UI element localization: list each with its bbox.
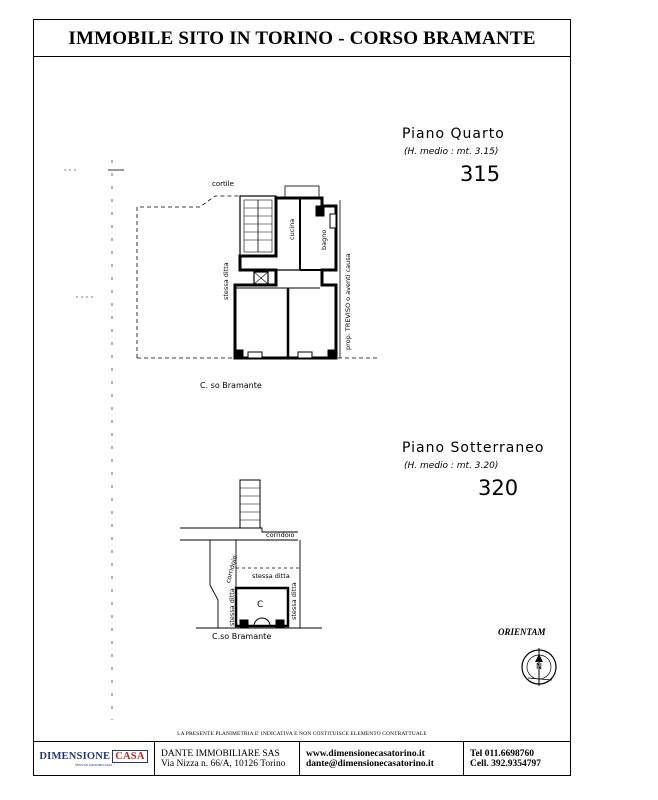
label-corridoio: corridoio: [266, 531, 295, 539]
label-cucina: cucina: [288, 218, 296, 240]
logo-casa: CASA: [112, 750, 148, 763]
compass-icon: N: [536, 662, 542, 671]
label-stessa-ditta-top: stessa ditta: [252, 572, 290, 580]
label-cortile: cortile: [212, 180, 234, 188]
plan-fourth-label: Piano Quarto: [402, 126, 505, 142]
cell-number[interactable]: Cell. 392.9354797: [470, 759, 541, 769]
label-neighbor: prop. TREVISO o aventi causa: [344, 253, 352, 350]
plan-basement-label: Piano Sotterraneo: [402, 440, 545, 456]
contact-phone: Tel 011.6698760 Cell. 392.9354797: [464, 742, 571, 776]
logo-sub: SERVIZI IMMOBILIARI: [75, 763, 112, 767]
phone-number[interactable]: Tel 011.6698760: [470, 749, 535, 759]
label-street-fourth: C. so Bramante: [200, 381, 262, 390]
plan-basement-height: (H. medio : mt. 3.20): [404, 461, 499, 471]
website-link[interactable]: www.dimensionecasatorino.it: [306, 749, 425, 759]
disclaimer: LA PRESENTE PLANIMETRIA E' INDICATIVA E …: [177, 731, 427, 737]
label-stessa-ditta: stessa ditta: [222, 262, 230, 300]
label-street-basement: C.so Bramante: [212, 632, 272, 641]
page-frame: [33, 19, 571, 776]
plan-fourth-number: 315: [460, 162, 501, 186]
label-bagno: bagno: [320, 229, 328, 250]
orientation-label: ORIENTAM: [498, 627, 546, 637]
plan-fourth-height: (H. medio : mt. 3.15): [404, 147, 499, 157]
label-stessa-ditta-right: stessa ditta: [290, 582, 298, 620]
label-stessa-ditta-left: stessa ditta: [228, 588, 236, 626]
contact-web: www.dimensionecasatorino.it dante@dimens…: [300, 742, 464, 776]
email-link[interactable]: dante@dimensionecasatorino.it: [306, 759, 434, 769]
page-title: IMMOBILE SITO IN TORINO - CORSO BRAMANTE: [33, 19, 571, 57]
plan-basement-number: 320: [478, 476, 519, 500]
company-info: DANTE IMMOBILIARE SAS Via Nizza n. 66/A,…: [155, 742, 300, 776]
company-name: DANTE IMMOBILIARE SAS: [161, 749, 280, 759]
label-cellar: C: [257, 600, 264, 610]
logo-main: DIMENSIONE: [39, 751, 111, 762]
company-address: Via Nizza n. 66/A, 10126 Torino: [161, 759, 286, 769]
